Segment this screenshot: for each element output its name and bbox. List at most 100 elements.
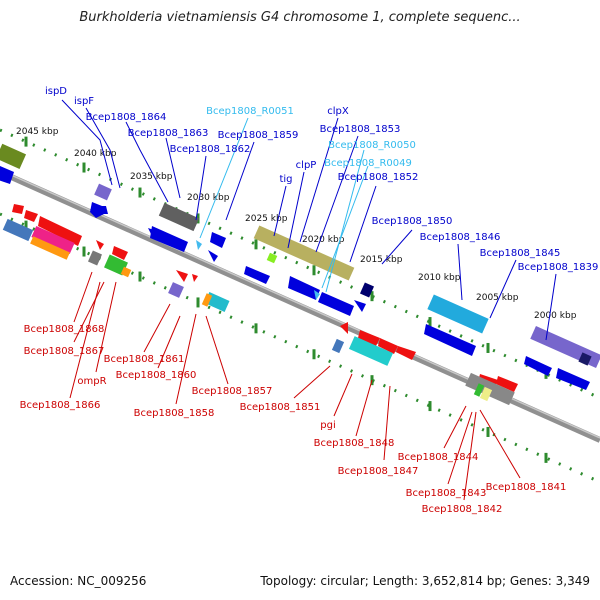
gene-arrow	[208, 250, 218, 262]
gene-arrow	[524, 356, 552, 376]
gene-label[interactable]: Bcep1808_1864	[86, 112, 167, 123]
gene-label[interactable]: Bcep1808_1841	[486, 482, 567, 493]
gene-label[interactable]: pgi	[320, 420, 335, 431]
gene-arrow	[24, 210, 38, 222]
gene-block	[348, 336, 394, 366]
gene-block	[465, 372, 515, 406]
reverse-leader-lines	[69, 271, 521, 501]
reverse-strand-features	[2, 204, 518, 406]
forward-leader-lines	[61, 99, 557, 341]
gene-label[interactable]: Bcep1808_1845	[480, 248, 561, 259]
scale-label: 2015 kbp	[360, 255, 403, 265]
gene-arrow	[424, 324, 476, 356]
topology-info-text: Topology: circular; Length: 3,652,814 bp…	[260, 574, 590, 588]
gene-label[interactable]: Bcep1808_1848	[314, 438, 395, 449]
gene-arrow	[96, 240, 104, 250]
gene-label[interactable]: Bcep1808_1844	[398, 452, 479, 463]
rna-marker	[196, 240, 202, 250]
gene-arrow	[244, 266, 270, 284]
gene-arrow	[210, 232, 226, 248]
gene-arrow	[112, 246, 128, 260]
scale-label: 2025 kbp	[245, 214, 288, 224]
scale-label: 2020 kbp	[302, 235, 345, 245]
scale-label: 2035 kbp	[130, 172, 173, 182]
gene-label[interactable]: Bcep1808_1867	[24, 346, 105, 357]
gene-arrow	[318, 292, 354, 316]
gene-label[interactable]: Bcep1808_1860	[116, 370, 197, 381]
gene-block	[201, 293, 213, 307]
gene-label[interactable]: Bcep1808_1858	[134, 408, 215, 419]
gene-block	[578, 352, 592, 366]
gene-arrow	[150, 226, 188, 252]
gene-label[interactable]: Bcep1808_1842	[422, 504, 503, 515]
gene-label[interactable]: Bcep1808_R0050	[328, 140, 416, 151]
gene-arrow	[38, 216, 82, 246]
gene-label[interactable]: tig	[279, 174, 292, 185]
gene-block	[168, 282, 184, 298]
gene-label[interactable]: ompR	[77, 376, 106, 387]
gene-label[interactable]: Bcep1808_1843	[406, 488, 487, 499]
gene-arrow	[102, 206, 108, 214]
gene-label[interactable]: Bcep1808_1853	[320, 124, 401, 135]
gene-label[interactable]: clpX	[327, 106, 349, 117]
gene-label[interactable]: Bcep1808_1839	[518, 262, 599, 273]
gene-block	[427, 294, 489, 334]
scale-label: 2040 kbp	[74, 149, 117, 159]
scale-label: 2045 kbp	[16, 127, 59, 137]
forward-gene-labels: ispD ispF Bcep1808_1864 Bcep1808_1863 Bc…	[45, 86, 598, 273]
gene-block	[120, 266, 132, 278]
gene-label[interactable]: clpP	[296, 160, 317, 171]
gene-arrow	[148, 228, 154, 236]
gene-label[interactable]: Bcep1808_1846	[420, 232, 501, 243]
gene-arrow	[288, 276, 320, 300]
gene-block	[266, 252, 278, 264]
scale-label: 2010 kbp	[418, 273, 461, 283]
gene-label[interactable]: Bcep1808_1868	[24, 324, 105, 335]
gene-arrow	[378, 338, 398, 354]
gene-label[interactable]: ispF	[74, 96, 94, 107]
upper-scale-dots	[0, 128, 600, 400]
gene-block	[530, 325, 600, 369]
scale-label: 2000 kbp	[534, 311, 577, 321]
gene-label[interactable]: Bcep1808_1857	[192, 386, 273, 397]
scale-labels: 2045 kbp 2040 kbp 2035 kbp 2030 kbp 2025…	[16, 127, 577, 321]
gene-block	[158, 202, 200, 232]
gene-arrow	[358, 330, 380, 346]
accession-text: Accession: NC_009256	[10, 574, 147, 588]
forward-strand-features	[0, 143, 600, 390]
gene-label[interactable]: Bcep1808_1859	[218, 130, 299, 141]
gene-block	[331, 338, 345, 354]
gene-label[interactable]: Bcep1808_R0049	[324, 158, 412, 169]
gene-block	[359, 282, 375, 298]
gene-arrow	[192, 274, 198, 282]
gene-arrow	[12, 204, 24, 214]
map-title: Burkholderia vietnamiensis G4 chromosome…	[79, 10, 521, 25]
rna-marker	[314, 290, 320, 300]
gene-label[interactable]: Bcep1808_1852	[338, 172, 419, 183]
gene-label[interactable]: Bcep1808_1863	[128, 128, 209, 139]
scale-label: 2030 kbp	[187, 193, 230, 203]
gene-arrow	[340, 322, 348, 334]
gene-arrow	[176, 270, 188, 282]
gene-label[interactable]: Bcep1808_1866	[20, 400, 101, 411]
gene-label[interactable]: Bcep1808_1862	[170, 144, 251, 155]
gene-block	[94, 183, 112, 201]
gene-label[interactable]: Bcep1808_R0051	[206, 106, 294, 117]
gene-label[interactable]: Bcep1808_1861	[104, 354, 185, 365]
gene-block	[253, 225, 355, 281]
gene-arrow	[0, 166, 14, 184]
gene-label[interactable]: Bcep1808_1847	[338, 466, 419, 477]
gene-label[interactable]: Bcep1808_1850	[372, 216, 453, 227]
gene-block	[30, 236, 70, 260]
reverse-gene-labels: Bcep1808_1868 Bcep1808_1867 ompR Bcep180…	[20, 324, 567, 515]
gene-arrow	[354, 300, 366, 312]
gene-arrow	[396, 346, 416, 360]
gene-arrow	[496, 376, 518, 392]
gene-block	[0, 143, 27, 170]
gene-block	[473, 383, 485, 397]
gene-label[interactable]: Bcep1808_1851	[240, 402, 321, 413]
gene-label[interactable]: ispD	[45, 86, 67, 97]
scale-label: 2005 kbp	[476, 293, 519, 303]
